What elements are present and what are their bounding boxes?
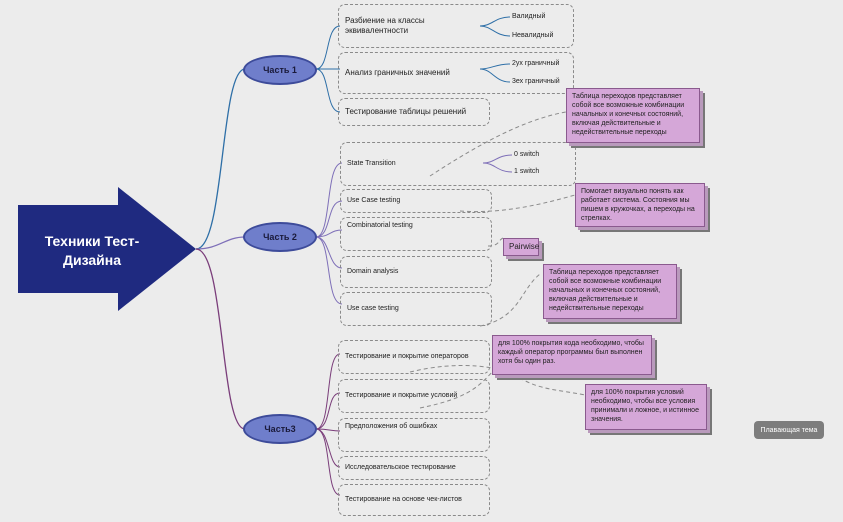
root-arrow-shape <box>18 187 196 311</box>
topic-equivalence-partitioning[interactable]: Разбиение на классы эквивалентности <box>338 4 574 48</box>
topic-label: Исследовательское тестирование <box>345 464 456 471</box>
topic-label: Тестирование таблицы решений <box>345 107 467 116</box>
topic-combinatorial-testing[interactable]: Combinatorial testing <box>340 217 492 251</box>
part-3-node[interactable]: Часть3 <box>243 414 317 444</box>
topic-label: Разбиение на классы эквивалентности <box>345 16 425 35</box>
leaf-three-boundary[interactable]: 3ех граничный <box>512 78 560 85</box>
topic-label: Тестирование и покрытие условий <box>345 392 458 399</box>
leaf-1-switch[interactable]: 1 switch <box>514 168 540 175</box>
part-1-node[interactable]: Часть 1 <box>243 55 317 85</box>
topic-use-case-testing[interactable]: Use Case testing <box>340 189 492 213</box>
leaf-two-boundary[interactable]: 2ух граничный <box>512 60 560 67</box>
topic-label: Тестирование и покрытие операторов <box>345 353 469 360</box>
topic-label: Combinatorial testing <box>347 222 413 229</box>
topic-label: State Transition <box>347 160 396 167</box>
note-statement-coverage[interactable]: для 100% покрытия кода необходимо, чтобы… <box>492 335 652 375</box>
topic-boundary-value-analysis[interactable]: Анализ граничных значений <box>338 52 574 94</box>
topic-label: Тестирование на основе чек-листов <box>345 496 462 503</box>
topic-use-case-testing-2[interactable]: Use case testing <box>340 292 492 326</box>
root-title: Техники Тест- Дизайна <box>26 232 158 270</box>
topic-condition-coverage[interactable]: Тестирование и покрытие условий <box>338 379 490 413</box>
leaf-valid[interactable]: Валидный <box>512 13 546 20</box>
topic-decision-table-testing[interactable]: Тестирование таблицы решений <box>338 98 490 126</box>
topic-label: Предположения об ошибках <box>345 423 438 430</box>
topic-checklist-testing[interactable]: Тестирование на основе чек-листов <box>338 484 490 516</box>
note-use-case-testing[interactable]: Таблица переходов представляет собой все… <box>543 264 677 319</box>
root-title-line2: Дизайна <box>63 252 121 268</box>
topic-state-transition[interactable]: State Transition <box>340 142 576 186</box>
floating-topic[interactable]: Плавающая тема <box>754 421 824 439</box>
note-decision-table[interactable]: Таблица переходов представляет собой все… <box>566 88 700 143</box>
leaf-0-switch[interactable]: 0 switch <box>514 151 540 158</box>
part-2-node[interactable]: Часть 2 <box>243 222 317 252</box>
root-title-line1: Техники Тест- <box>44 233 140 249</box>
note-condition-coverage[interactable]: для 100% покрытия условий необходимо, чт… <box>585 384 707 430</box>
topic-label: Domain analysis <box>347 268 399 275</box>
topic-exploratory-testing[interactable]: Исследовательское тестирование <box>338 456 490 480</box>
note-pairwise[interactable]: Pairwise <box>503 238 539 256</box>
topic-label: Use Case testing <box>347 197 401 204</box>
topic-statement-coverage[interactable]: Тестирование и покрытие операторов <box>338 340 490 374</box>
leaf-invalid[interactable]: Невалидный <box>512 32 554 39</box>
topic-error-guessing[interactable]: Предположения об ошибках <box>338 418 490 452</box>
topic-label: Use case testing <box>347 305 399 312</box>
topic-domain-analysis[interactable]: Domain analysis <box>340 256 492 288</box>
topic-label: Анализ граничных значений <box>345 68 450 77</box>
note-use-case[interactable]: Помогает визуально понять как работает с… <box>575 183 705 227</box>
